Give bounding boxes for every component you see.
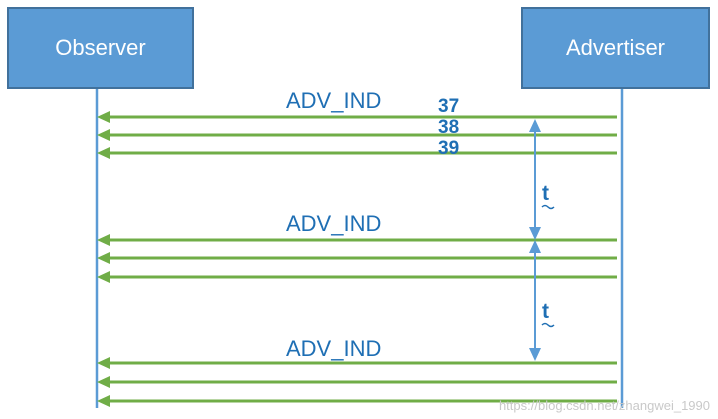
channel-label-37: 37 <box>438 96 460 117</box>
interval-arrowhead-down <box>529 227 541 240</box>
arrowhead <box>97 252 110 264</box>
arrowhead <box>97 357 110 369</box>
arrowhead <box>97 376 110 388</box>
arrowhead <box>97 147 110 159</box>
observer-box: Observer <box>7 7 194 89</box>
arrowhead <box>97 111 110 123</box>
watermark: https://blog.csdn.net/zhangwei_1990 <box>498 398 710 413</box>
observer-label: Observer <box>55 35 146 60</box>
channel-label-38: 38 <box>438 117 460 138</box>
adv-ind-label: ADV_IND <box>286 336 382 361</box>
channel-label-39: 39 <box>438 138 460 159</box>
adv-ind-label: ADV_IND <box>286 88 382 113</box>
tilde-mark <box>541 322 555 328</box>
advertiser-label: Advertiser <box>565 35 666 60</box>
interval-arrowhead-up <box>529 240 541 253</box>
interval-label: t <box>542 182 549 205</box>
tilde-mark <box>541 204 555 210</box>
arrowhead <box>97 395 110 407</box>
arrowhead <box>97 234 110 246</box>
interval-label: t <box>542 300 549 323</box>
interval-arrowhead-up <box>529 119 541 132</box>
adv-ind-label: ADV_IND <box>286 211 382 236</box>
advertiser-box: Advertiser <box>521 7 710 89</box>
arrowhead <box>97 129 110 141</box>
interval-arrowhead-down <box>529 348 541 361</box>
arrowhead <box>97 271 110 283</box>
